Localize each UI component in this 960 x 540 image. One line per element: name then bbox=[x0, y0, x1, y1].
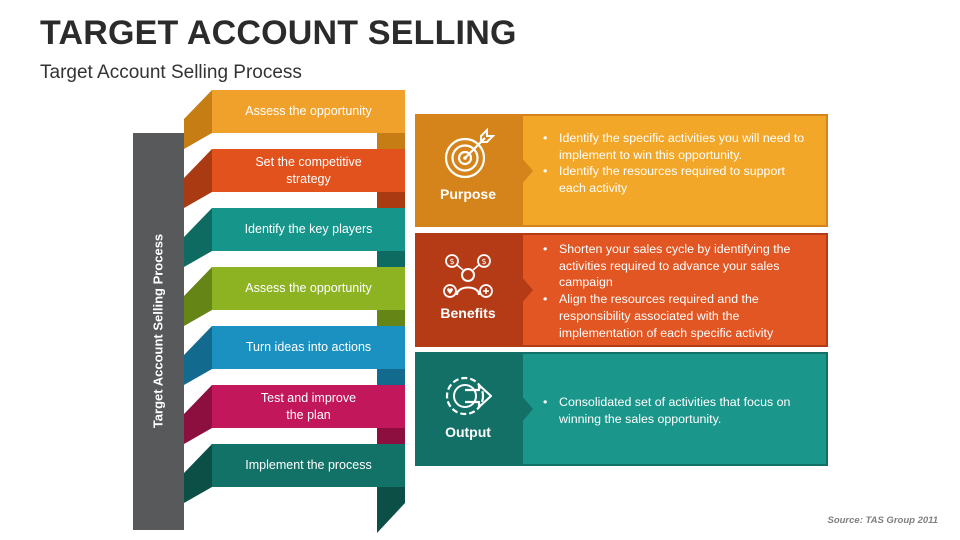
ribbon-fold-left bbox=[184, 90, 212, 149]
svg-text:♥: ♥ bbox=[446, 287, 453, 296]
svg-text:✚: ✚ bbox=[483, 287, 490, 296]
output-bullet-1: Consolidated set of activities that focu… bbox=[543, 394, 810, 427]
output-panel-arrow bbox=[521, 395, 533, 423]
page-subtitle: Target Account Selling Process bbox=[40, 62, 302, 83]
ribbon-fold-left bbox=[184, 385, 212, 444]
ribbon-fold-left bbox=[184, 267, 212, 326]
svg-text:$: $ bbox=[481, 257, 486, 266]
benefits-bullet-2: Align the resources required and the res… bbox=[543, 291, 810, 341]
benefits-bullet-1: Shorten your sales cycle by identifying … bbox=[543, 241, 810, 291]
ribbon-fold-right bbox=[377, 487, 405, 533]
step-7: Implement the process bbox=[212, 444, 405, 487]
ribbon-fold-left bbox=[184, 149, 212, 208]
svg-text:$: $ bbox=[449, 257, 454, 266]
step-5: Turn ideas into actions bbox=[212, 326, 405, 369]
gear-arrow-icon bbox=[445, 376, 493, 416]
step-4: Assess the opportunity bbox=[212, 267, 405, 310]
purpose-bullets: Identify the specific activities you wil… bbox=[543, 130, 810, 197]
page-title: TARGET ACCOUNT SELLING bbox=[40, 14, 517, 52]
purpose-panel-arrow bbox=[521, 156, 533, 185]
target-icon bbox=[444, 128, 495, 179]
step-6: Test and improve the plan bbox=[212, 385, 405, 428]
benefits-label: Benefits bbox=[440, 305, 496, 321]
step-2: Set the competitive strategy bbox=[212, 149, 405, 192]
step-3: Identify the key players bbox=[212, 208, 405, 251]
output-bullets: Consolidated set of activities that focu… bbox=[543, 394, 810, 427]
output-panel: Output Consolidated set of activities th… bbox=[415, 352, 828, 466]
ribbon-fold-left bbox=[184, 326, 212, 385]
output-label: Output bbox=[445, 424, 491, 440]
step-1: Assess the opportunity bbox=[212, 90, 405, 133]
process-sidebar bbox=[133, 133, 184, 530]
benefits-panel: $ $ ♥ ✚ Benefits Shorten your sales cycl… bbox=[415, 233, 828, 347]
ribbon-fold-left bbox=[184, 208, 212, 267]
source-note: Source: TAS Group 2011 bbox=[827, 515, 938, 526]
purpose-panel: Purpose Identify the specific activities… bbox=[415, 114, 828, 227]
benefits-panel-header bbox=[415, 233, 521, 347]
team-benefits-icon: $ $ ♥ ✚ bbox=[443, 254, 493, 298]
ribbon-fold-left bbox=[184, 444, 212, 503]
benefits-panel-arrow bbox=[521, 276, 533, 304]
output-panel-header bbox=[415, 352, 521, 466]
purpose-bullet-2: Identify the resources required to suppo… bbox=[543, 163, 810, 196]
benefits-bullets: Shorten your sales cycle by identifying … bbox=[543, 241, 810, 341]
purpose-bullet-1: Identify the specific activities you wil… bbox=[543, 130, 810, 163]
purpose-label: Purpose bbox=[439, 186, 496, 202]
